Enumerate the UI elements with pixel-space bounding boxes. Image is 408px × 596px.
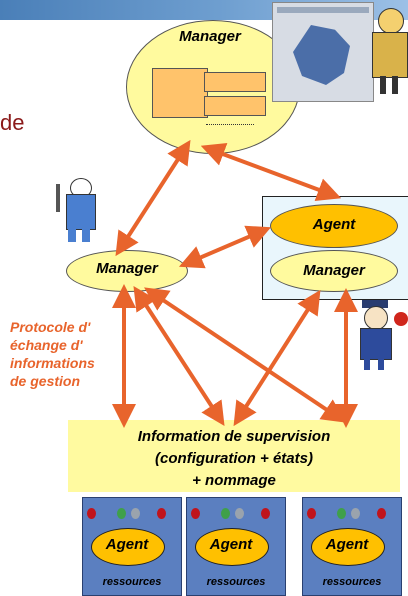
protocol-line-3: informations xyxy=(10,355,95,371)
info-line-3: + nommage xyxy=(192,472,276,489)
arrow-mid-manager-to-agent-box xyxy=(178,225,272,269)
info-line-2: (configuration + états) xyxy=(155,450,313,467)
resource-agent-node xyxy=(91,528,165,566)
red-led-icon xyxy=(261,508,270,519)
map-screenshot-image xyxy=(272,2,374,102)
agent-label: Agent xyxy=(312,216,356,233)
protocol-line-4: de gestion xyxy=(10,373,81,389)
green-led-icon xyxy=(221,508,230,519)
red-led-icon xyxy=(87,508,96,519)
resource-label: ressources xyxy=(102,576,162,588)
arrow-top-to-mid-manager xyxy=(115,139,191,257)
resource-agent-node xyxy=(311,528,385,566)
gray-led-icon xyxy=(131,508,140,519)
cartoon-man-with-magnifier-image xyxy=(368,8,408,94)
info-line-1: Information de supervision xyxy=(137,428,331,445)
cartoon-policeman-image xyxy=(350,298,408,370)
resource-label: ressources xyxy=(322,576,382,588)
resource-agent-node xyxy=(195,528,269,566)
red-led-icon xyxy=(191,508,200,519)
protocol-label: Protocole d' échange d' informations de … xyxy=(10,318,95,390)
console-panel-2 xyxy=(204,96,266,116)
cartoon-worker-image xyxy=(54,178,100,244)
red-led-icon xyxy=(157,508,166,519)
gray-led-icon xyxy=(235,508,244,519)
console-illustration xyxy=(152,68,208,118)
arrow-top-to-agent-box xyxy=(200,142,342,202)
console-panel-1 xyxy=(204,72,266,92)
resource-agent-label: Agent xyxy=(105,536,149,553)
middle-manager-label: Manager xyxy=(96,260,158,277)
top-manager-label: Manager xyxy=(179,28,241,45)
resource-agent-label: Agent xyxy=(325,536,369,553)
resource-box-3: Agent ressources xyxy=(302,497,402,596)
protocol-line-2: échange d' xyxy=(10,337,83,353)
resource-box-1: Agent ressources xyxy=(82,497,182,596)
red-led-icon xyxy=(377,508,386,519)
green-led-icon xyxy=(117,508,126,519)
red-led-icon xyxy=(307,508,316,519)
arrow-mid-manager-to-info-center xyxy=(133,285,225,427)
resource-label: ressources xyxy=(206,576,266,588)
clipped-text-fragment: de xyxy=(0,110,25,135)
gray-led-icon xyxy=(351,508,360,519)
information-box xyxy=(68,420,400,492)
resource-box-2: Agent ressources xyxy=(186,497,286,596)
green-led-icon xyxy=(337,508,346,519)
resource-agent-label: Agent xyxy=(209,536,253,553)
arrow-mid-manager-to-info-right xyxy=(144,287,346,423)
console-dots xyxy=(206,124,254,125)
arrow-agent-box-to-info-center xyxy=(233,289,321,427)
protocol-line-1: Protocole d' xyxy=(10,319,91,335)
agent-box-manager-label: Manager xyxy=(303,262,365,279)
agent-node xyxy=(270,204,398,248)
